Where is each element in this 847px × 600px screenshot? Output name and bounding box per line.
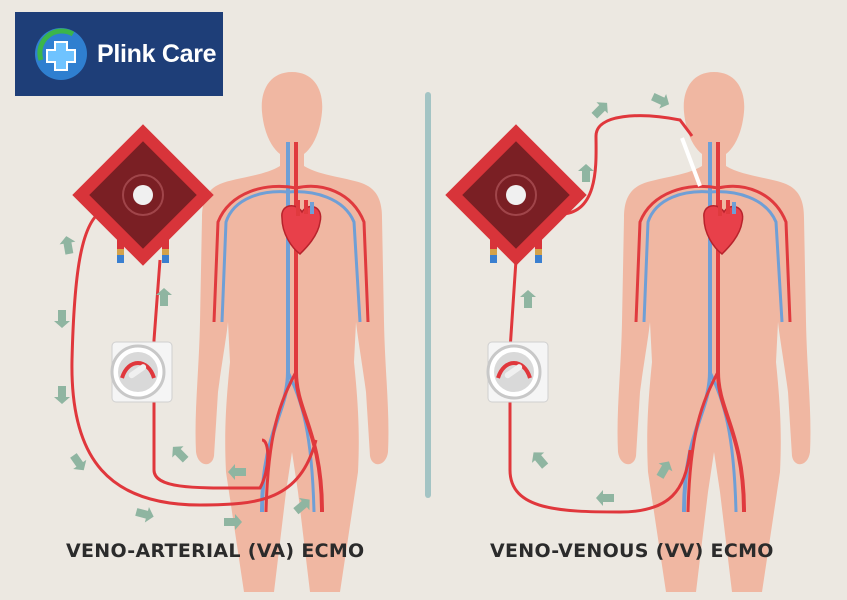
flow-arrow-icon: [588, 97, 613, 122]
oxygenator-icon: [444, 123, 588, 267]
brand-logo: Plink Care: [15, 12, 223, 96]
va-ecmo-figure: [54, 72, 389, 592]
flow-arrow-icon: [167, 441, 192, 466]
brand-name: Plink Care: [97, 39, 217, 68]
flow-arrow-icon: [527, 447, 552, 472]
flow-arrow-icon: [54, 310, 70, 328]
flow-arrow-icon: [520, 290, 536, 308]
va-ecmo-title: VENO-ARTERIAL (VA) ECMO: [66, 540, 365, 562]
flow-arrow-icon: [134, 504, 156, 525]
flow-arrow-icon: [578, 164, 594, 182]
va-patient-body: [195, 72, 389, 592]
oxygenator-icon: [71, 123, 215, 267]
vv-ecmo-title: VENO-VENOUS (VV) ECMO: [490, 540, 774, 562]
va-drainage-tube: [70, 208, 318, 507]
medical-cross-logo-icon: [35, 28, 87, 80]
vv-patient-body: [617, 72, 811, 592]
blood-pump-icon: [110, 340, 174, 404]
flow-arrow-icon: [596, 490, 614, 506]
vv-ecmo-figure: [444, 72, 811, 592]
vv-drainage-tube: [508, 259, 692, 514]
va-return-tube: [152, 259, 270, 490]
flow-arrow-icon: [649, 89, 673, 112]
flow-arrow-icon: [66, 450, 91, 475]
vv-return-tube: [559, 114, 694, 216]
flow-arrow-icon: [54, 386, 70, 404]
blood-pump-icon: [486, 340, 550, 404]
vv-neck-cannula: [680, 137, 702, 187]
flow-arrow-icon: [58, 234, 78, 256]
